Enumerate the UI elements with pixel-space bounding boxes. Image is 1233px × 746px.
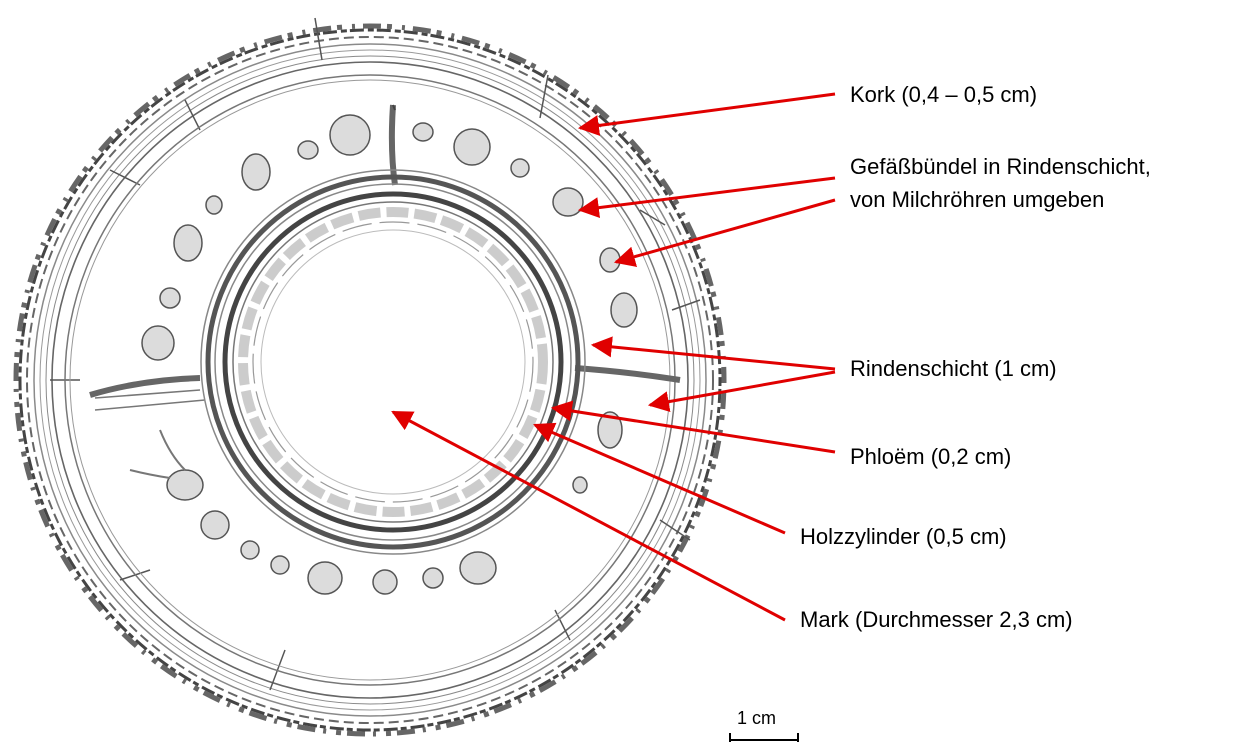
arrow-rinden-1: [593, 345, 835, 369]
scale-bar: [730, 733, 798, 742]
label-gefaessbuendel-line1: Gefäßbündel in Rindenschicht,: [850, 153, 1151, 181]
arrow-gefaess-1: [580, 178, 835, 210]
label-rindenschicht: Rindenschicht (1 cm): [850, 355, 1057, 383]
label-gefaessbuendel-line2: von Milchröhren umgeben: [850, 186, 1104, 214]
arrow-kork: [580, 94, 835, 128]
scale-bar-label: 1 cm: [737, 707, 776, 729]
arrow-mark: [393, 412, 785, 620]
arrow-holz: [535, 425, 785, 533]
label-kork: Kork (0,4 – 0,5 cm): [850, 81, 1037, 109]
arrow-phloem: [553, 408, 835, 452]
label-holzzylinder: Holzzylinder (0,5 cm): [800, 523, 1007, 551]
label-mark: Mark (Durchmesser 2,3 cm): [800, 606, 1073, 634]
latex-ducts: [130, 430, 185, 478]
arrow-gefaess-2: [616, 200, 835, 262]
pith: [261, 230, 525, 494]
label-phloem: Phloëm (0,2 cm): [850, 443, 1011, 471]
cortex-partition: [95, 390, 205, 410]
